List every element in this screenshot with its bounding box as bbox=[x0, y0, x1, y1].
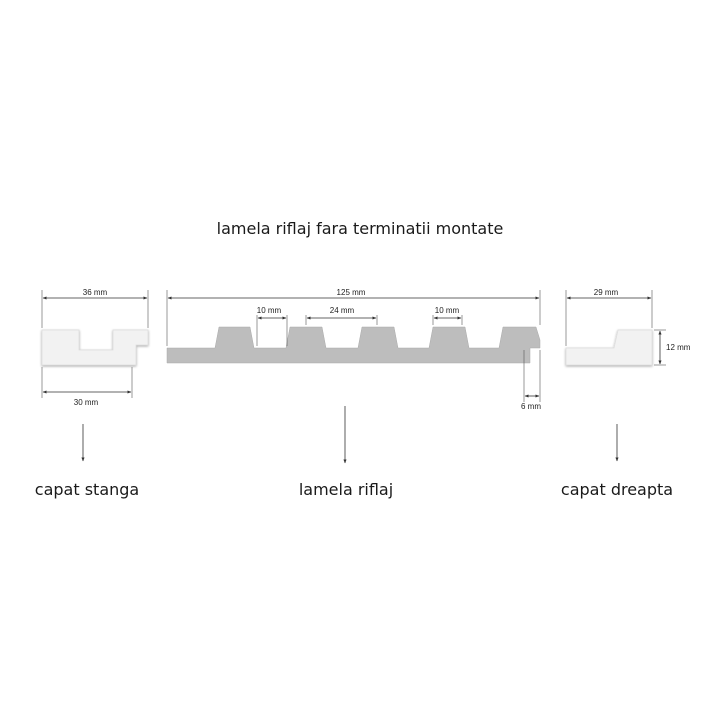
middle-profile: 125 mm 10 mm 24 mm 10 mm 6 mm bbox=[166, 288, 541, 464]
right-end-cap: 29 mm 12 mm bbox=[565, 288, 691, 462]
right-height-dim-label: 12 mm bbox=[666, 343, 691, 352]
lamela-profile bbox=[166, 326, 541, 364]
gap-dim-1-label: 10 mm bbox=[257, 306, 282, 315]
overall-dim-label: 125 mm bbox=[337, 288, 366, 297]
left-top-dim-label: 36 mm bbox=[83, 288, 108, 297]
left-end-cap: 36 mm 30 mm bbox=[41, 288, 149, 462]
right-top-dim-label: 29 mm bbox=[594, 288, 619, 297]
lip-dim-label: 6 mm bbox=[521, 402, 541, 411]
left-caption: capat stanga bbox=[35, 480, 139, 499]
left-cap-profile bbox=[41, 329, 149, 366]
diagram-title: lamela riflaj fara terminatii montate bbox=[217, 219, 504, 238]
left-bottom-dim-label: 30 mm bbox=[74, 398, 99, 407]
right-cap-profile bbox=[565, 329, 653, 366]
gap-dim-2-label: 10 mm bbox=[435, 306, 460, 315]
middle-caption: lamela riflaj bbox=[299, 480, 393, 499]
rib-dim-label: 24 mm bbox=[330, 306, 355, 315]
right-caption: capat dreapta bbox=[561, 480, 673, 499]
